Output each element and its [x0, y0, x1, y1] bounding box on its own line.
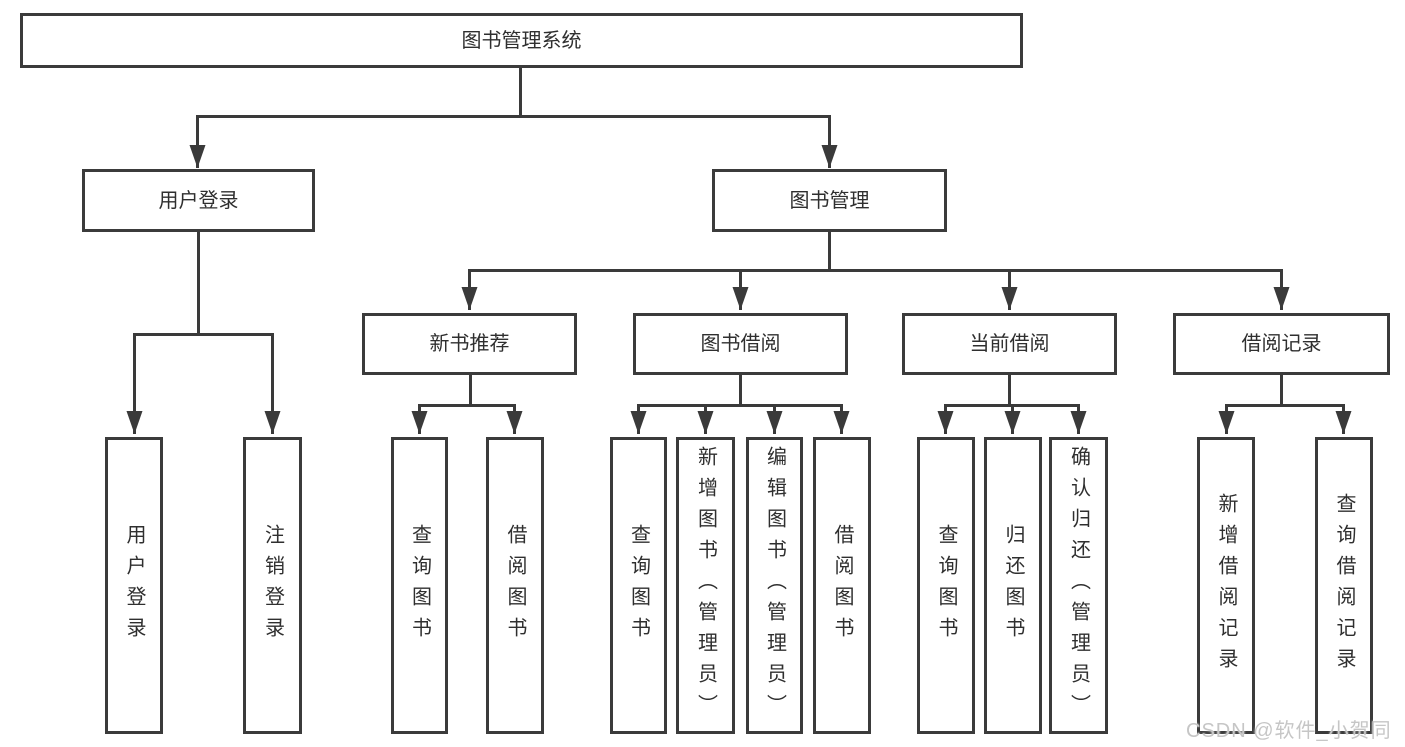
node-label: 查询图书 — [627, 523, 650, 648]
node-return-books: 归还图书 — [984, 437, 1042, 734]
node-query-books-current: 查询图书 — [917, 437, 975, 734]
node-label: 借阅图书 — [504, 523, 526, 648]
connector-book-borrowing-to-leaves — [630, 375, 850, 434]
node-label: 新增图书（管理员） — [694, 446, 717, 725]
node-logout-action: 注销登录 — [243, 437, 302, 734]
node-label: 确认归还（管理员） — [1067, 446, 1090, 725]
node-label: 图书管理 — [789, 189, 870, 212]
node-query-books-recommend: 查询图书 — [391, 437, 448, 734]
node-label: 查询借阅记录 — [1333, 492, 1355, 679]
connector-current-borrowing-to-leaves — [937, 375, 1087, 434]
node-edit-books-admin: 编辑图书（管理员） — [746, 437, 803, 734]
node-add-books-admin: 新增图书（管理员） — [676, 437, 735, 734]
node-label: 新书推荐 — [429, 333, 510, 355]
node-library-management-system: 图书管理系统 — [20, 13, 1023, 68]
node-label: 新增借阅记录 — [1215, 492, 1237, 679]
node-user-login: 用户登录 — [82, 169, 315, 232]
node-label: 归还图书 — [1002, 523, 1024, 648]
node-book-borrowing: 图书借阅 — [633, 313, 848, 375]
node-book-management: 图书管理 — [712, 169, 947, 232]
node-label: 用户登录 — [123, 523, 145, 648]
connector-new-book-recommendation-to-leaves — [411, 375, 523, 434]
node-borrow-books: 借阅图书 — [813, 437, 871, 734]
node-borrowing-records: 借阅记录 — [1173, 313, 1390, 375]
node-query-books-borrowing: 查询图书 — [610, 437, 667, 734]
connector-borrowing-records-to-leaves — [1218, 375, 1352, 434]
node-user-login-action: 用户登录 — [105, 437, 163, 734]
node-label: 编辑图书（管理员） — [763, 446, 786, 725]
node-label: 图书管理系统 — [461, 29, 582, 52]
node-add-borrowing-record: 新增借阅记录 — [1197, 437, 1255, 734]
connector-user-login-to-leaves — [126, 232, 281, 434]
connector-book-management-to-level3 — [461, 232, 1290, 310]
node-label: 注销登录 — [261, 523, 284, 648]
node-label: 查询图书 — [935, 523, 957, 648]
node-query-borrowing-record: 查询借阅记录 — [1315, 437, 1373, 734]
csdn-watermark: CSDN @软件_小贺同学 — [1186, 720, 1392, 742]
node-new-book-recommendation: 新书推荐 — [362, 313, 577, 375]
node-current-borrowing: 当前借阅 — [902, 313, 1117, 375]
node-label: 用户登录 — [158, 189, 239, 212]
node-borrow-books-recommend: 借阅图书 — [486, 437, 544, 734]
node-label: 借阅记录 — [1241, 333, 1322, 355]
connector-root-to-level2 — [189, 68, 838, 168]
node-label: 当前借阅 — [969, 333, 1050, 355]
node-label: 查询图书 — [408, 523, 431, 648]
node-label: 借阅图书 — [831, 523, 853, 648]
node-label: 图书借阅 — [700, 333, 781, 355]
node-confirm-return-admin: 确认归还（管理员） — [1049, 437, 1108, 734]
